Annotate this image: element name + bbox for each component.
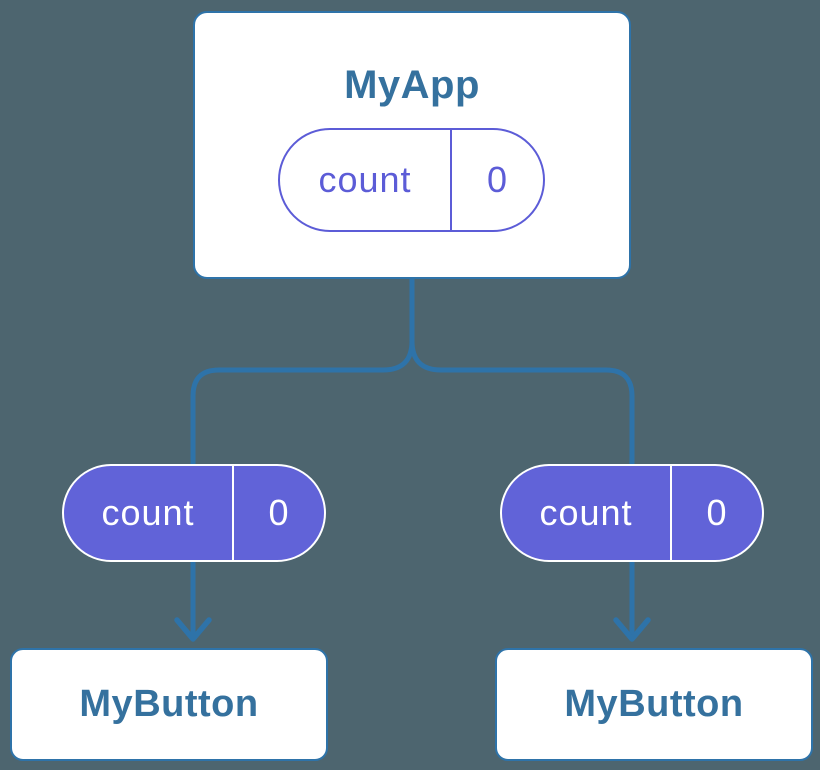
child-component-title: MyButton: [79, 683, 259, 725]
state-name-label: count: [280, 130, 452, 230]
state-value: 0: [486, 159, 509, 200]
root-component-card: MyApp count 0: [193, 11, 631, 279]
child-component-title: MyButton: [564, 683, 744, 725]
right-child-component-card: MyButton: [495, 648, 813, 761]
root-state-pill: count 0: [278, 128, 545, 232]
left-branch-line: [190, 340, 415, 636]
prop-name-label: count: [64, 466, 234, 560]
prop-name-label: count: [502, 466, 672, 560]
right-branch-line: [409, 340, 635, 636]
prop-value: 0: [268, 492, 290, 533]
left-arrowhead-icon: [174, 617, 212, 642]
right-prop-pill: count 0: [500, 464, 764, 562]
left-child-component-card: MyButton: [10, 648, 328, 761]
root-component-title: MyApp: [344, 63, 480, 107]
left-prop-pill: count 0: [62, 464, 326, 562]
prop-value: 0: [706, 492, 728, 533]
right-arrowhead-icon: [613, 617, 651, 642]
